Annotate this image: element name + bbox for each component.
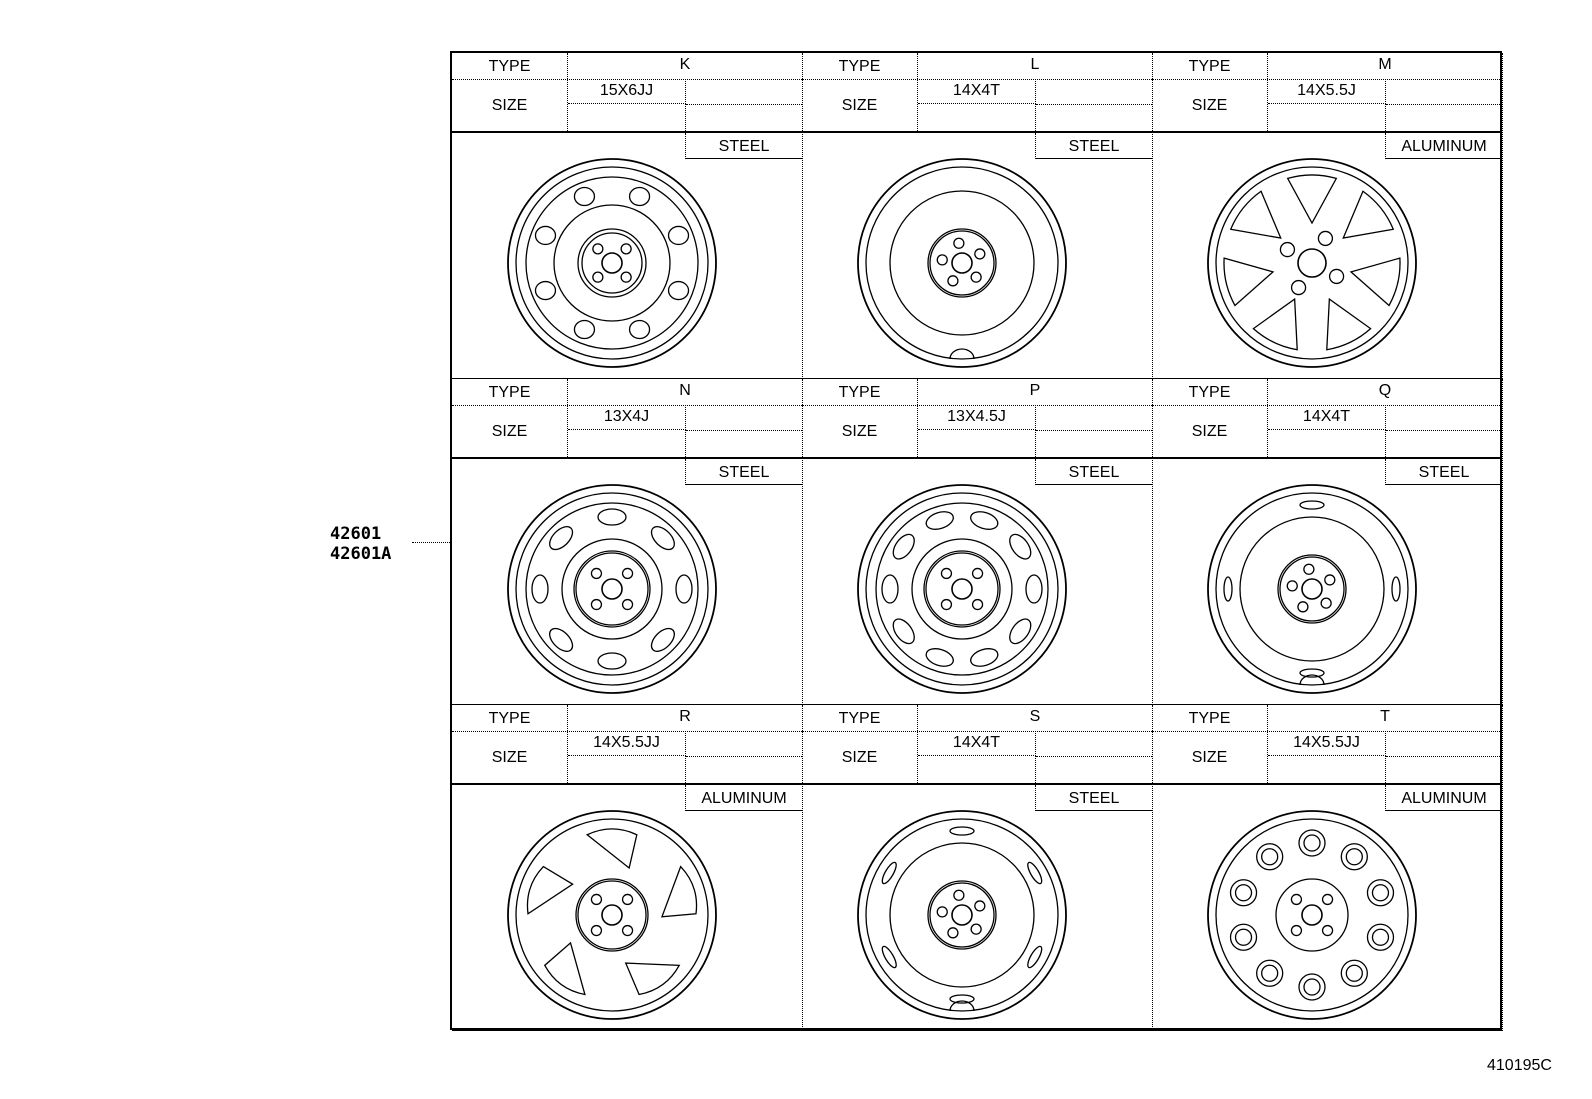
size-label: SIZE: [802, 79, 918, 131]
type-label: TYPE: [802, 705, 918, 731]
size-value: 14X4T: [918, 79, 1036, 104]
wheel-icon: [507, 484, 717, 694]
wheel-icon: [857, 484, 1067, 694]
wheel-cell-t: TYPE T SIZE 14X5.5JJ ALUMINUM: [1152, 705, 1503, 1031]
type-value: L: [1030, 56, 1040, 73]
figure-number: 410195C: [1487, 1057, 1552, 1074]
material-label: STEEL: [1035, 785, 1152, 811]
wheel-icon: [857, 810, 1067, 1020]
size-label: SIZE: [452, 731, 568, 783]
size-value: 14X4T: [1268, 405, 1386, 430]
size-label: SIZE: [452, 79, 568, 131]
type-label: TYPE: [802, 53, 918, 79]
size-label: SIZE: [802, 405, 918, 457]
wheel-cell-p: TYPE P SIZE 13X4.5J STEEL: [802, 379, 1153, 705]
size-value: 15X6JJ: [568, 79, 686, 104]
wheel-spec-header: TYPE S SIZE 14X4T: [802, 705, 1152, 785]
wheel-icon: [507, 158, 717, 368]
size-value: 14X4T: [918, 731, 1036, 756]
wheel-icon: [1207, 484, 1417, 694]
type-label: TYPE: [1152, 379, 1268, 405]
material-label: STEEL: [1035, 133, 1152, 159]
size-label: SIZE: [1152, 405, 1268, 457]
wheel-cell-q: TYPE Q SIZE 14X4T STEEL: [1152, 379, 1503, 705]
type-value: Q: [1378, 382, 1392, 399]
type-label: TYPE: [452, 53, 568, 79]
material-label: STEEL: [1385, 459, 1502, 485]
material-label: ALUMINUM: [1385, 133, 1502, 159]
wheel-table: TYPE K SIZE 15X6JJ STEEL TYPE L SIZE 14X…: [450, 51, 1503, 1031]
type-label: TYPE: [1152, 53, 1268, 79]
material-label: ALUMINUM: [1385, 785, 1502, 811]
part-number-callout: 42601 42601A: [330, 524, 391, 564]
part-number-alt: 42601A: [330, 544, 392, 564]
size-value: 14X5.5J: [1268, 79, 1386, 104]
type-value: K: [679, 56, 691, 73]
wheel-cell-r: TYPE R SIZE 14X5.5JJ ALUMINUM: [452, 705, 803, 1031]
size-label: SIZE: [452, 405, 568, 457]
wheel-spec-header: TYPE L SIZE 14X4T: [802, 53, 1152, 133]
wheel-icon: [857, 158, 1067, 368]
wheel-spec-header: TYPE K SIZE 15X6JJ: [452, 53, 802, 133]
type-label: TYPE: [802, 379, 918, 405]
part-number: 42601: [330, 524, 382, 544]
material-label: ALUMINUM: [685, 785, 802, 811]
type-label: TYPE: [452, 379, 568, 405]
wheel-spec-header: TYPE M SIZE 14X5.5J: [1152, 53, 1502, 133]
type-label: TYPE: [452, 705, 568, 731]
size-label: SIZE: [802, 731, 918, 783]
wheel-cell-n: TYPE N SIZE 13X4J STEEL: [452, 379, 803, 705]
wheel-cell-l: TYPE L SIZE 14X4T STEEL: [802, 53, 1153, 379]
wheel-icon: [1207, 810, 1417, 1020]
size-value: 14X5.5JJ: [1268, 731, 1386, 756]
wheel-spec-header: TYPE Q SIZE 14X4T: [1152, 379, 1502, 459]
wheel-spec-header: TYPE P SIZE 13X4.5J: [802, 379, 1152, 459]
material-label: STEEL: [685, 459, 802, 485]
material-label: STEEL: [1035, 459, 1152, 485]
type-value: M: [1378, 56, 1392, 73]
type-value: R: [679, 708, 691, 725]
material-label: STEEL: [685, 133, 802, 159]
wheel-spec-header: TYPE T SIZE 14X5.5JJ: [1152, 705, 1502, 785]
wheel-cell-m: TYPE M SIZE 14X5.5J ALUMINUM: [1152, 53, 1503, 379]
size-label: SIZE: [1152, 79, 1268, 131]
type-value: N: [679, 382, 691, 399]
leader-line: [412, 542, 450, 543]
wheel-spec-header: TYPE N SIZE 13X4J: [452, 379, 802, 459]
type-value: S: [1029, 708, 1041, 725]
size-value: 13X4.5J: [918, 405, 1036, 430]
type-label: TYPE: [1152, 705, 1268, 731]
wheel-spec-header: TYPE R SIZE 14X5.5JJ: [452, 705, 802, 785]
size-value: 13X4J: [568, 405, 686, 430]
wheel-icon: [1207, 158, 1417, 368]
wheel-cell-s: TYPE S SIZE 14X4T STEEL: [802, 705, 1153, 1031]
type-value: P: [1029, 382, 1041, 399]
size-value: 14X5.5JJ: [568, 731, 686, 756]
wheel-icon: [507, 810, 717, 1020]
type-value: T: [1380, 708, 1390, 725]
wheel-cell-k: TYPE K SIZE 15X6JJ STEEL: [452, 53, 803, 379]
size-label: SIZE: [1152, 731, 1268, 783]
